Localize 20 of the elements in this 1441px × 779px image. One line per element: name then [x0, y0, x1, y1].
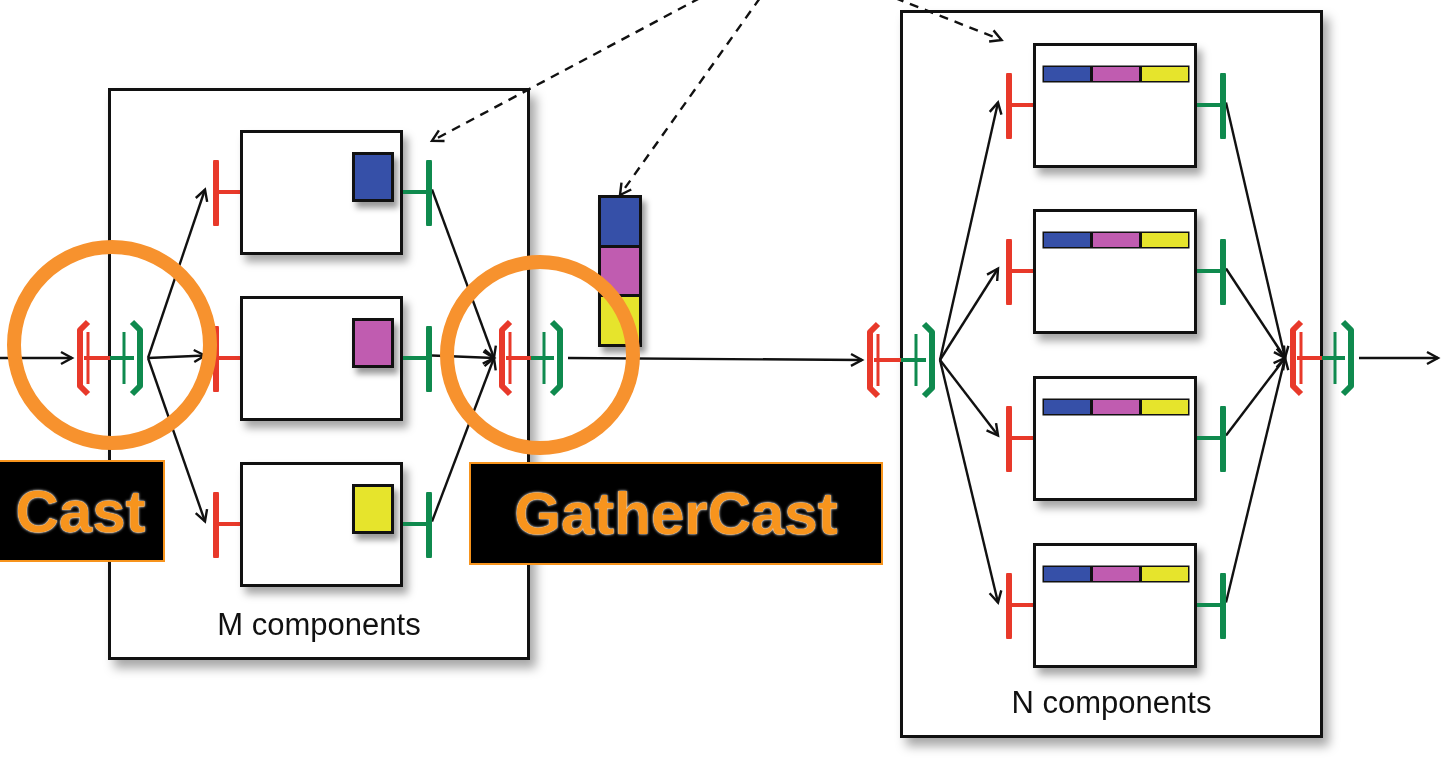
arrow — [146, 357, 209, 523]
arrow — [1224, 356, 1290, 603]
arrow — [568, 352, 864, 368]
arrow — [938, 101, 1003, 361]
arrow — [1225, 356, 1287, 437]
arrow — [1224, 102, 1290, 360]
arrow — [938, 359, 1003, 604]
arrow — [939, 267, 1000, 361]
arrow — [430, 356, 497, 522]
arrow — [1359, 350, 1440, 366]
container-label: N components — [1010, 685, 1213, 721]
dashed-arrow — [618, 0, 761, 197]
dashed-arrow — [430, 0, 701, 143]
arrow — [1225, 267, 1287, 360]
container-label: M components — [216, 607, 422, 643]
composite-box — [900, 10, 1323, 738]
label-tag: Cast — [0, 460, 165, 562]
arrow — [939, 359, 1000, 437]
label-tag: GatherCast — [469, 462, 883, 565]
arrow — [146, 188, 209, 359]
